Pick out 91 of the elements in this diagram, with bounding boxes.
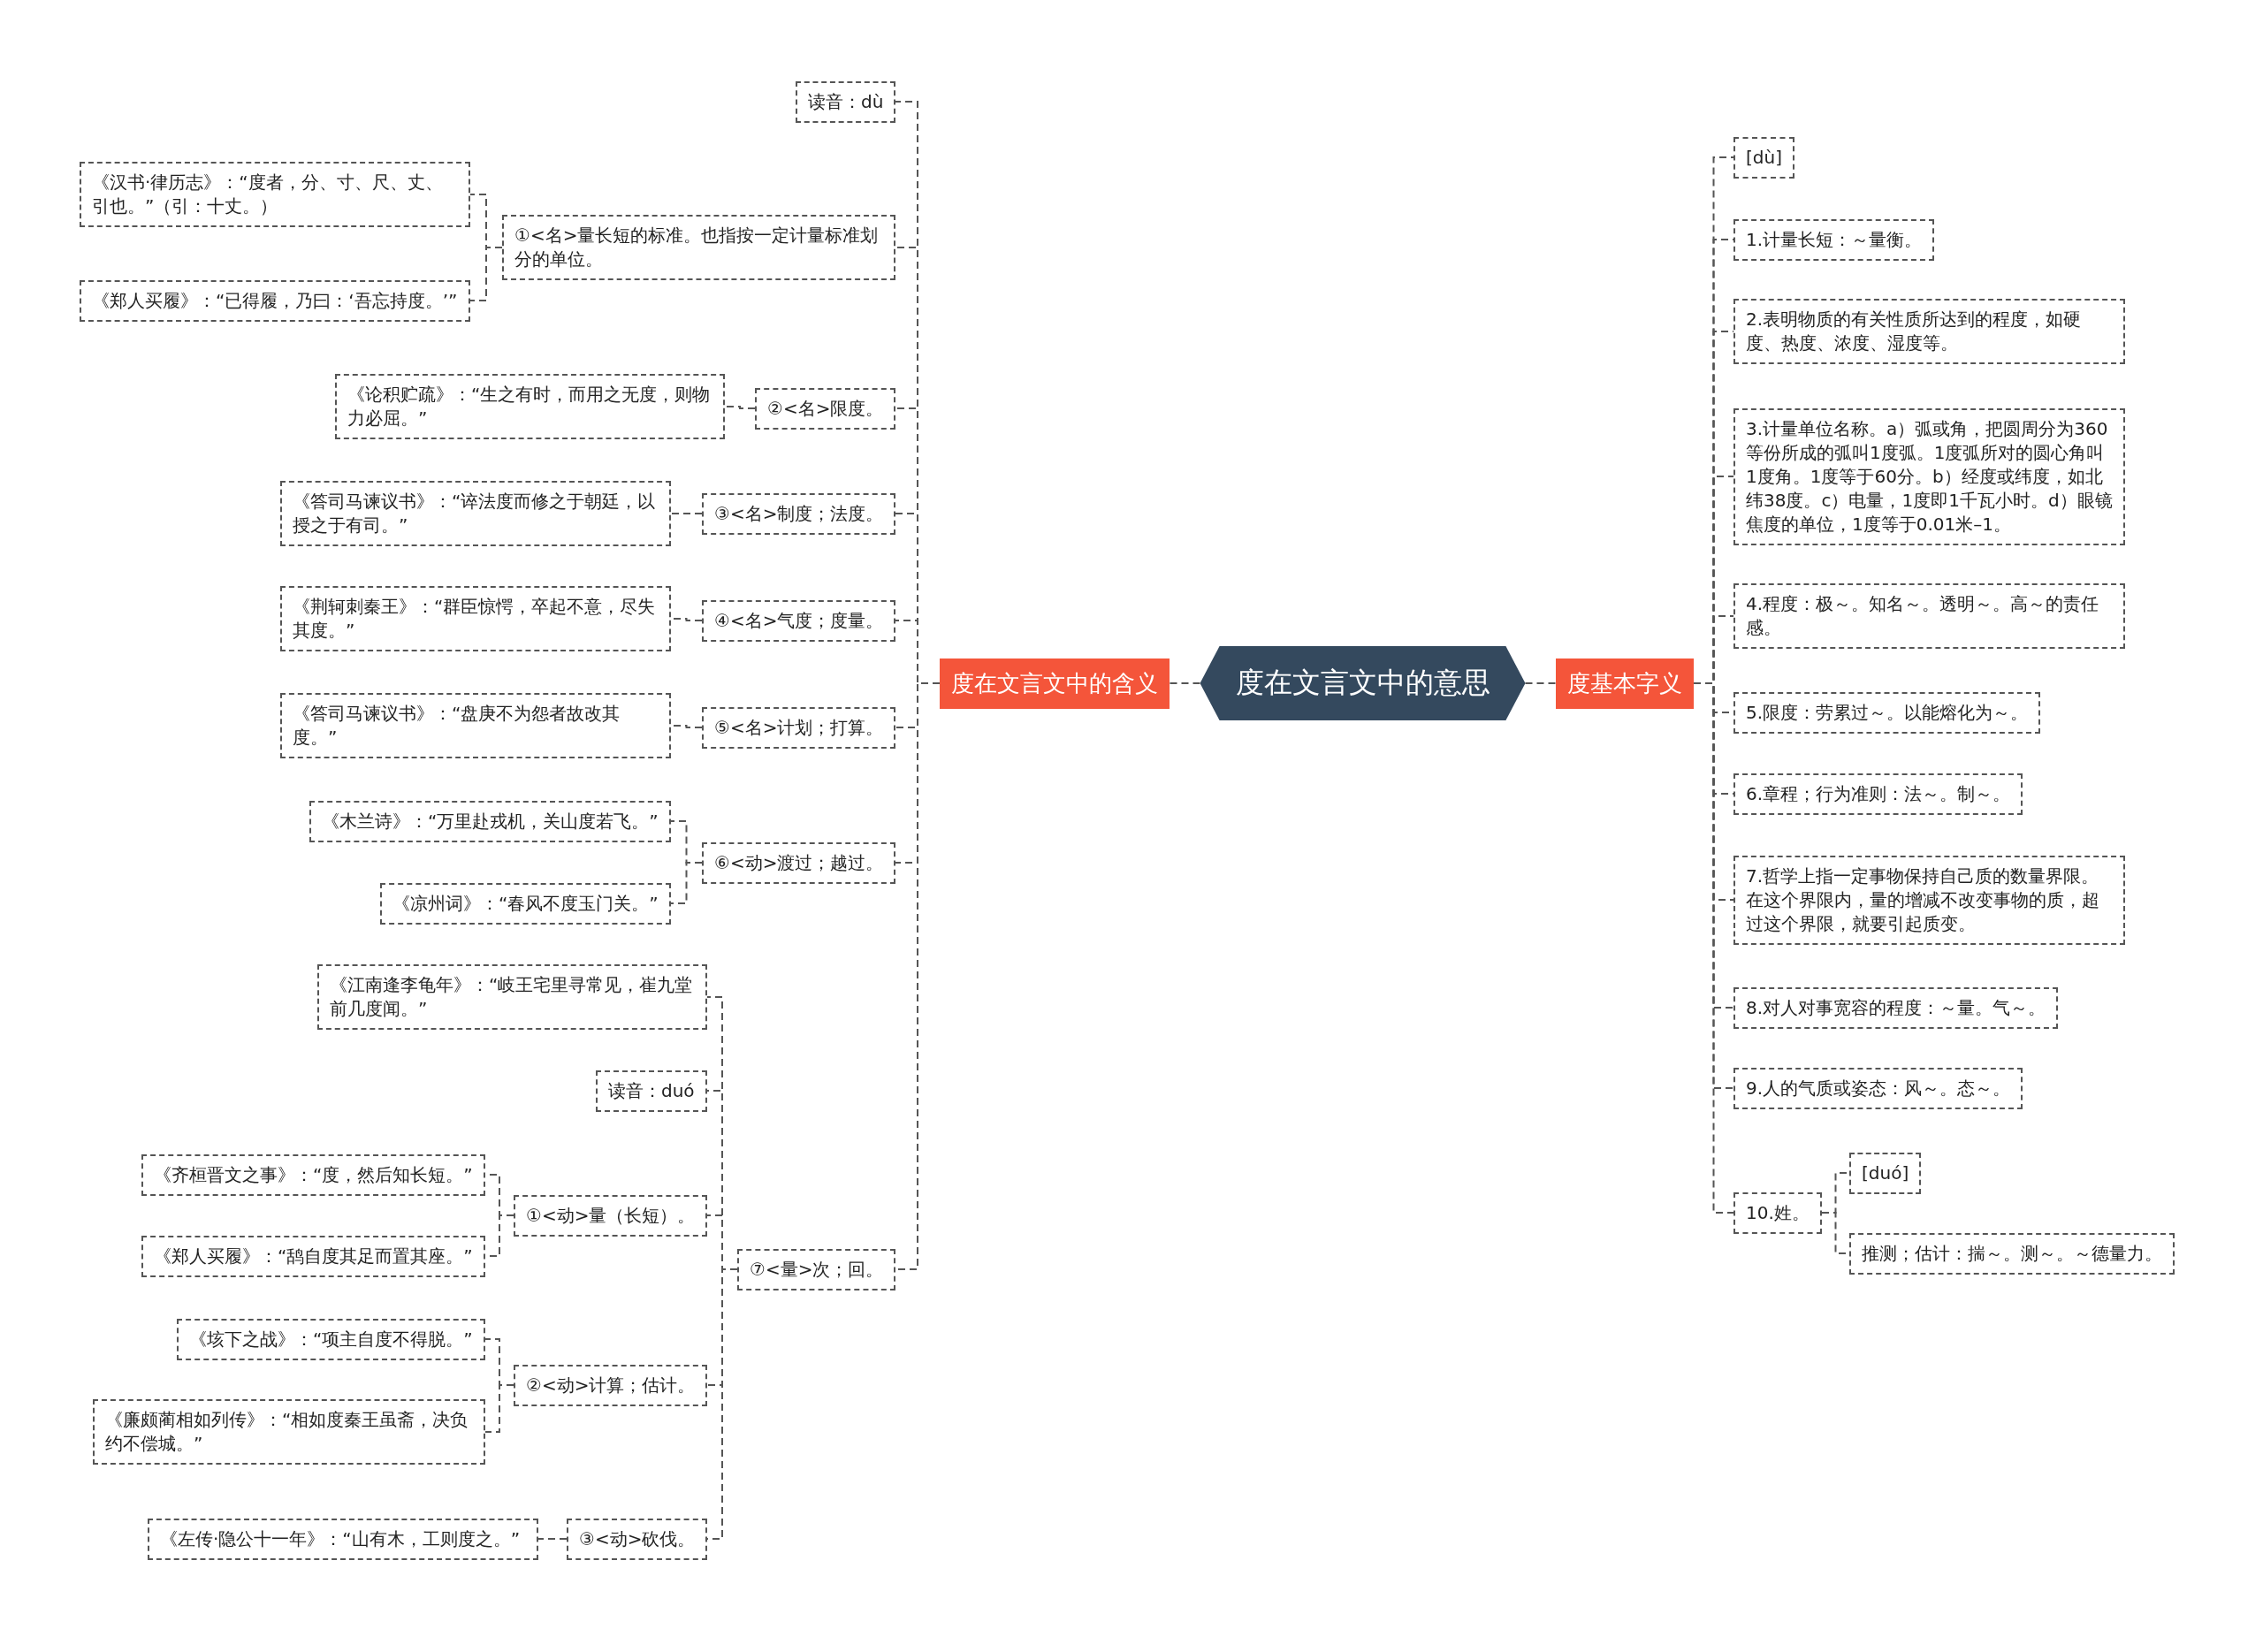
- dashed-topic-box: [177, 1318, 485, 1360]
- dashed-topic-box: [514, 1194, 708, 1237]
- dashed-topic-box: [280, 693, 671, 758]
- topic-text: ②<名>限度。: [767, 396, 884, 421]
- dashed-topic-box: [317, 964, 707, 1030]
- topic-text: 《垓下之战》：“项主自度不得脱。”: [189, 1327, 473, 1351]
- dashed-topic-box: [737, 1248, 896, 1290]
- topic-text: 10.姓。: [1746, 1200, 1810, 1225]
- connector-line: [724, 406, 756, 409]
- topic-text: 《郑人买履》：“鸹自度其足而置其座。”: [154, 1244, 473, 1268]
- dashed-topic-box: [1733, 407, 2125, 545]
- topic-text: 《江南逢李龟年》：“岐王宅里寻常见，崔九堂前几度闻。”: [330, 973, 694, 1021]
- dashed-topic-box: [1733, 218, 1935, 261]
- connector-line: [484, 1384, 514, 1433]
- topic-text: ①<名>量长短的标准。也指按一定计量标准划分的单位。: [514, 224, 880, 271]
- topic-text: 度在文言文中的意思: [1235, 665, 1490, 702]
- topic-text: 《凉州词》：“春风不度玉门关。”: [392, 891, 659, 916]
- topic-text: 《木兰诗》：“万里赴戎机，关山度若飞。”: [322, 809, 659, 834]
- dashed-topic-box: [280, 586, 671, 651]
- dashed-topic-box: [309, 800, 671, 842]
- topic-text: 9.人的气质或姿态：风～。态～。: [1746, 1076, 2011, 1100]
- dashed-topic-box: [93, 1399, 485, 1465]
- dashed-topic-box: [80, 162, 470, 227]
- dashed-topic-box: [1849, 1232, 2175, 1275]
- connector-line: [1169, 682, 1201, 684]
- dashed-topic-box: [335, 374, 725, 439]
- topic-text: 《论积贮疏》：“生之有时，而用之无度，则物力必屈。”: [347, 383, 712, 430]
- topic-text: ③<名>制度；法度。: [714, 501, 884, 526]
- dashed-topic-box: [702, 706, 896, 749]
- topic-text: ③<动>砍伐。: [579, 1526, 696, 1551]
- topic-text: ①<动>量（长短）。: [526, 1203, 696, 1228]
- branch-topic: [940, 658, 1170, 709]
- topic-text: 读音：duó: [608, 1078, 695, 1103]
- dashed-topic-box: [755, 387, 896, 430]
- dashed-topic-box: [1849, 1152, 1922, 1194]
- dashed-topic-box: [148, 1518, 538, 1560]
- dashed-topic-box: [1733, 299, 2125, 364]
- connector-line: [537, 1538, 568, 1540]
- topic-text: 《汉书·律历志》：“度者，分、寸、尺、丈、引也。”（引：十丈。）: [92, 171, 444, 218]
- topic-text: [dù]: [1746, 145, 1782, 170]
- dashed-topic-box: [1733, 1191, 1822, 1234]
- topic-text: 《左传·隐公十一年》：“山有木，工则度之。”: [160, 1526, 522, 1551]
- topic-text: 度在文言文中的含义: [951, 668, 1158, 698]
- dashed-topic-box: [1733, 691, 2041, 734]
- dashed-topic-box: [702, 492, 896, 535]
- topic-text: ⑤<名>计划；打算。: [714, 715, 884, 740]
- dashed-topic-box: [141, 1235, 485, 1277]
- topic-text: 《答司马谏议书》：“谇法度而修之于朝廷，以授之于有司。”: [293, 490, 657, 537]
- dashed-topic-box: [1733, 773, 2023, 815]
- dashed-topic-box: [514, 1364, 708, 1406]
- topic-text: 《齐桓晋文之事》：“度，然后知长短。”: [154, 1162, 473, 1187]
- dashed-topic-box: [80, 279, 470, 322]
- topic-text: 3.计量单位名称。a）弧或角，把圆周分为360等份所成的弧叫1度弧。1度弧所对的圆心角叫1度角。1度等于60分。b）经度或纬度，如北纬38度。c）电量，1度即1千瓦小时。d）眼镜焦度的单位，1度等于0.01米–1。: [1746, 416, 2113, 537]
- connector-line: [670, 862, 703, 904]
- topic-text: 《廉颇蔺相如列传》：“相如度秦王虽斋，决负约不偿城。”: [105, 1408, 469, 1456]
- topic-text: 6.章程；行为准则：法～。制～。: [1746, 781, 2011, 806]
- connector-line: [670, 513, 703, 514]
- dashed-topic-box: [1733, 986, 2059, 1029]
- dashed-topic-box: [380, 882, 671, 925]
- dashed-topic-box: [280, 481, 671, 546]
- topic-text: 1.计量长短：～量衡。: [1746, 227, 1923, 252]
- topic-text: 《荆轲刺秦王》：“群臣惊愕，卒起不意，尽失其度。”: [293, 595, 657, 643]
- dashed-topic-box: [1733, 583, 2125, 649]
- dashed-topic-box: [502, 215, 895, 280]
- dashed-topic-box: [1733, 136, 1794, 179]
- topic-text: 8.对人对事宽容的程度：～量。气～。: [1746, 995, 2046, 1020]
- dashed-topic-box: [141, 1153, 485, 1196]
- topic-text: 7.哲学上指一定事物保持自己质的数量界限。在这个界限内，量的增减不改变事物的质，超过这个界限，就要引起质变。: [1746, 864, 2100, 936]
- connector-line: [1524, 682, 1557, 684]
- topic-text: 度基本字义: [1567, 668, 1682, 698]
- topic-text: [duó]: [1862, 1161, 1909, 1185]
- topic-text: 5.限度：劳累过～。以能熔化为～。: [1746, 700, 2029, 725]
- topic-text: ④<名>气度；度量。: [714, 608, 884, 633]
- topic-text: ⑦<量>次；回。: [750, 1257, 884, 1282]
- dashed-topic-box: [567, 1518, 708, 1560]
- dashed-topic-box: [702, 599, 896, 642]
- topic-text: 4.程度：极～。知名～。透明～。高～的责任感。: [1746, 592, 2100, 640]
- connector-line: [469, 247, 503, 301]
- topic-text: 2.表明物质的有关性质所达到的程度，如硬度、热度、浓度、湿度等。: [1746, 308, 2083, 355]
- dashed-topic-box: [1733, 1067, 2023, 1109]
- topic-text: ②<动>计算；估计。: [526, 1373, 696, 1397]
- dashed-topic-box: [702, 841, 896, 884]
- dashed-topic-box: [596, 1070, 707, 1112]
- topic-text: 读音：dù: [808, 89, 884, 114]
- branch-topic: [1556, 658, 1694, 709]
- topic-text: 《答司马谏议书》：“盘庚不为怨者故改其度。”: [293, 702, 621, 750]
- topic-text: 推测；估计：揣～。测～。～德量力。: [1862, 1241, 2162, 1266]
- dashed-topic-box: [796, 80, 896, 123]
- topic-text: 《郑人买履》：“已得履，乃曰：‘吾忘持度。’”: [92, 288, 458, 313]
- dashed-topic-box: [1733, 855, 2125, 945]
- topic-text: ⑥<动>渡过；越过。: [714, 850, 884, 875]
